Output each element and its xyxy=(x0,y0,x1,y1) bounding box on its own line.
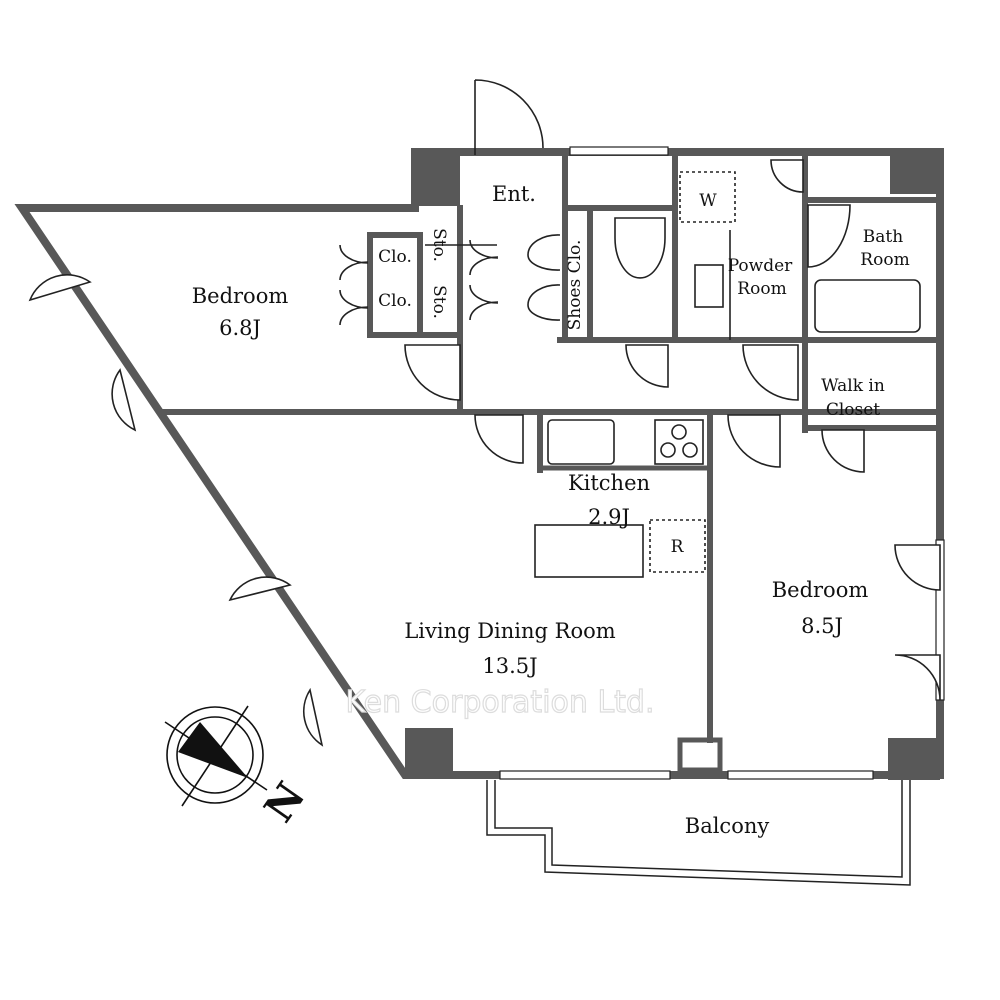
outer-walls xyxy=(14,146,945,780)
bedroom1-size: 6.8J xyxy=(219,316,261,340)
room-labels: Bedroom 6.8J Ent. Clo. Clo. Sto. Sto. Sh… xyxy=(192,182,910,838)
sink-icon xyxy=(694,264,724,308)
living-size: 13.5J xyxy=(482,654,537,678)
powder-room-label: Powder xyxy=(728,256,793,276)
north-label: N xyxy=(255,774,314,831)
walk-in-closet-label: Closet xyxy=(826,400,880,420)
kitchen-name: Kitchen xyxy=(568,471,650,495)
kitchen-sink xyxy=(547,419,615,465)
fixtures xyxy=(534,171,921,578)
entrance-label: Ent. xyxy=(492,182,536,206)
washer-space xyxy=(679,171,736,223)
column xyxy=(405,728,453,776)
fridge-label: R xyxy=(671,537,685,557)
compass-icon xyxy=(164,705,268,807)
column xyxy=(890,148,942,194)
column xyxy=(415,148,460,206)
bedroom1-name: Bedroom xyxy=(192,284,289,308)
powder-room-label: Room xyxy=(737,279,786,299)
walk-in-closet-label: Walk in xyxy=(821,376,885,396)
balcony-label: Balcony xyxy=(685,814,770,838)
shoes-closet-label: Shoes Clo. xyxy=(565,240,585,331)
storage-label: Sto. xyxy=(429,285,449,319)
column xyxy=(888,738,940,780)
bedroom2-size: 8.5J xyxy=(801,614,843,638)
washer-label: W xyxy=(699,191,717,211)
living-name: Living Dining Room xyxy=(404,619,615,643)
fridge-space xyxy=(649,519,706,573)
closet-label: Clo. xyxy=(378,291,412,311)
stove xyxy=(654,419,704,465)
doors xyxy=(28,79,941,747)
bedroom2-name: Bedroom xyxy=(772,578,869,602)
bathtub-icon xyxy=(814,279,921,333)
kitchen-size: 2.9J xyxy=(588,505,630,529)
bath-room-label: Bath xyxy=(863,227,903,247)
closet-label: Clo. xyxy=(378,247,412,267)
toilet-icon xyxy=(614,217,666,279)
balcony-outline xyxy=(486,780,911,886)
watermark: Ken Corporation Ltd. xyxy=(346,685,655,720)
kitchen-counter xyxy=(534,524,644,578)
bath-room-label: Room xyxy=(860,250,909,270)
entrance-door[interactable] xyxy=(474,79,544,155)
storage-label: Sto. xyxy=(429,228,449,262)
